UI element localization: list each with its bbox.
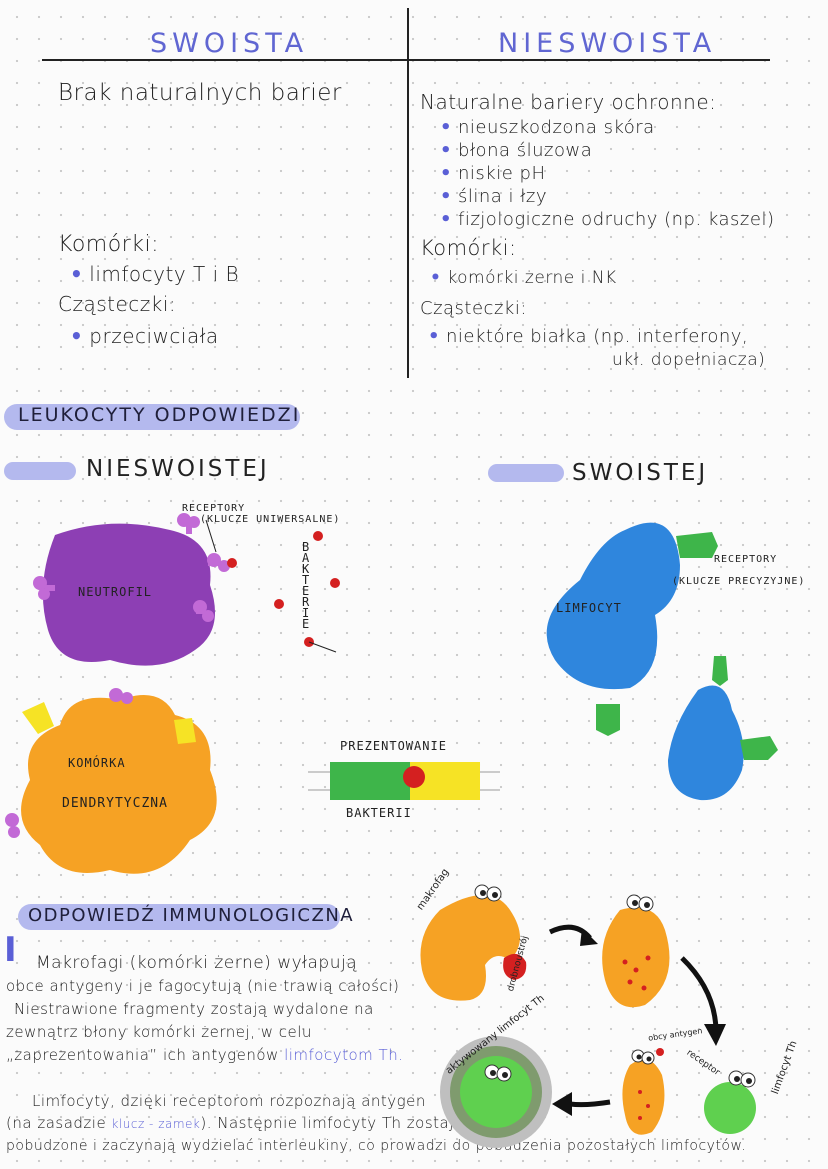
- presenting-label: PREZENTOWANIE: [340, 739, 447, 753]
- receptors-label: RECEPTORY: [182, 503, 246, 514]
- activated-th-cell: [460, 1056, 532, 1128]
- left-cells-label: Komórki:: [58, 232, 159, 257]
- lymphocyte-small: [668, 685, 744, 801]
- right-barriers-list: •nieuszkodzona skóra •błona śluzowa •nis…: [440, 116, 774, 231]
- dendritic-label-1: KOMÓRKA: [68, 756, 126, 770]
- nonspecific-heading: NIESWOISTEJ: [86, 456, 270, 482]
- paragraph-1: Makrofagi (komórki żerne) wyłapują obce …: [6, 953, 404, 1064]
- right-cells-item: •komórki żerne i NK: [430, 268, 617, 288]
- lymphocyte-receptor: [740, 736, 778, 760]
- swoista-header: SWOISTA: [150, 28, 309, 59]
- nieswoista-header: NIESWOISTA: [498, 28, 717, 59]
- receptor-pointer: [205, 519, 217, 553]
- roman-numeral: I: [4, 930, 17, 970]
- bacteria-dots: [227, 531, 340, 647]
- list-item: •niskie pH: [440, 163, 546, 184]
- lymphocyte-receptor: [676, 532, 718, 558]
- response-title-highlight: [18, 904, 340, 930]
- left-barrier-text: Brak naturalnych barier: [58, 80, 342, 106]
- table-vertical-divider: [407, 8, 409, 378]
- response-title: ODPOWIEDŹ IMMUNOLOGICZNA: [28, 905, 355, 926]
- dendritic-label-2: DENDRYTYCZNA: [62, 796, 168, 811]
- precise-receptors-label: RECEPTORY: [714, 554, 778, 565]
- leukocytes-illustration: [5, 513, 778, 874]
- neutrophil-label: NEUTROFIL: [78, 585, 153, 599]
- list-item: •błona śluzowa: [440, 140, 593, 161]
- right-molecules-line2: ukł. dopełniacza): [612, 350, 766, 370]
- table-horizontal-divider: [42, 59, 770, 61]
- receptors-sublabel: (KLUCZE UNIWERSALNE): [200, 514, 341, 525]
- lymphocyte-th-cell: [704, 1082, 756, 1134]
- dendritic-receptors: [5, 688, 196, 838]
- nonspecific-pill: [4, 462, 76, 480]
- left-molecules-item: •przeciwciała: [70, 324, 219, 348]
- right-barriers-label: Naturalne bariery ochronne:: [420, 90, 717, 114]
- presented-bacterium: [403, 766, 425, 788]
- paragraph-2: Limfocyty, dzięki receptorom rozpoznają …: [6, 1092, 747, 1154]
- macrophage-cell-digesting: [602, 907, 670, 1008]
- leukocytes-title-highlight: [4, 404, 300, 430]
- list-item: •nieuszkodzona skóra: [440, 117, 655, 138]
- left-cells-item: •limfocyty T i B: [70, 262, 240, 286]
- macrophage-presenting: [622, 1059, 665, 1135]
- leukocytes-title: LEUKOCYTY ODPOWIEDZI: [18, 404, 301, 426]
- right-molecules-line1: •niektóre białka (np. interferony,: [428, 326, 749, 347]
- list-item: •fizjologiczne odruchy (np. kaszel): [440, 209, 775, 230]
- bacteria-label: BAKTERIE: [302, 540, 310, 631]
- microbe-blob: [503, 953, 527, 980]
- lymphocyte-receptor: [596, 704, 620, 736]
- left-molecules-label: Cząsteczki:: [58, 292, 177, 316]
- lymphocyte-receptor: [712, 656, 728, 686]
- right-molecules-label: Cząsteczki:: [420, 298, 527, 319]
- precise-receptors-sublabel: (KLUCZE PRECYZYJNE): [672, 576, 806, 587]
- specific-pill: [488, 464, 564, 482]
- bacteria-pointer: [308, 641, 337, 653]
- specific-heading: SWOISTEJ: [572, 460, 709, 486]
- bullet-dot: •: [70, 324, 84, 348]
- neutrophil-cell: [42, 523, 216, 666]
- lymphocyte-label: LIMFOCYT: [556, 601, 622, 615]
- macrophage-cell: [420, 895, 520, 1001]
- bullet-dot: •: [70, 262, 84, 286]
- dendritic-cell: [21, 695, 217, 874]
- presenting-sublabel: BAKTERII: [346, 806, 412, 820]
- immune-response-diagram: [420, 884, 756, 1148]
- list-item: •ślina i łzy: [440, 186, 547, 207]
- right-cells-label: Komórki:: [420, 236, 517, 260]
- green-receptor: [330, 762, 410, 800]
- lymphocyte-large: [546, 522, 680, 690]
